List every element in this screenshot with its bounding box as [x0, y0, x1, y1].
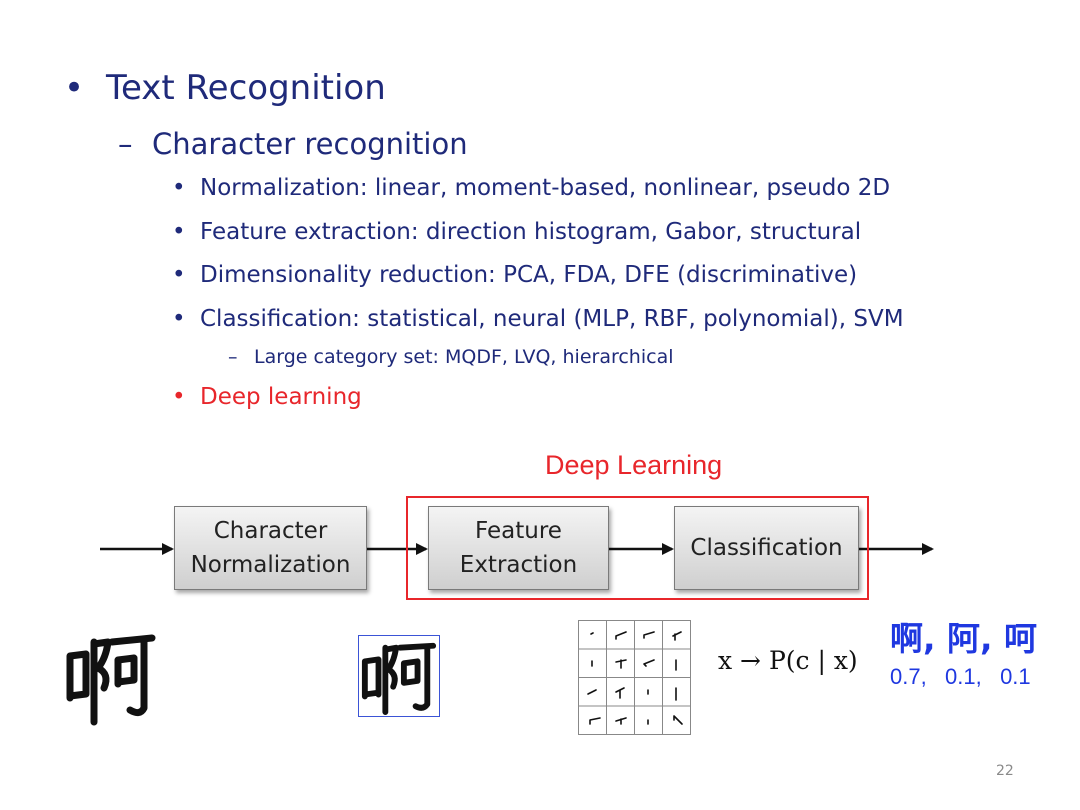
- bullet-marker: •: [172, 175, 186, 201]
- normalized-character-image: [358, 635, 440, 717]
- bullet-marker: •: [172, 384, 186, 410]
- bullet-text: Classification: statistical, neural (MLP…: [200, 306, 904, 332]
- bullet-text: Normalization: linear, moment-based, non…: [200, 175, 891, 201]
- bullet-text: Deep learning: [200, 384, 362, 410]
- stage-feature-extraction: Feature Extraction: [428, 506, 609, 590]
- bullet-marker: •: [172, 219, 186, 245]
- bullet-text: Text Recognition: [106, 68, 386, 108]
- bullet-deep-learning: • Deep learning: [172, 384, 362, 410]
- raw-character-image: [66, 634, 156, 726]
- stage-label: Feature Extraction: [459, 518, 578, 578]
- page-number: 22: [996, 763, 1014, 779]
- bullet-text: Dimensionality reduction: PCA, FDA, DFE …: [200, 262, 858, 288]
- bullet-text: Character recognition: [152, 127, 468, 161]
- stage-character-normalization: Character Normalization: [174, 506, 367, 590]
- stage-classification: Classification: [674, 506, 859, 590]
- deep-learning-label: Deep Learning: [545, 450, 723, 480]
- bullet-feature-extraction: • Feature extraction: direction histogram…: [172, 219, 861, 245]
- bullet-character-recognition: –Character recognition: [118, 127, 468, 161]
- candidate-characters: 啊, 阿, 呵: [890, 619, 1038, 658]
- bullet-text-recognition: • Text Recognition: [64, 68, 386, 108]
- bullet-normalization: • Normalization: linear, moment-based, no…: [172, 175, 890, 201]
- feature-grid-image: [578, 620, 691, 735]
- bullet-text: Large category set: MQDF, LVQ, hierarchi…: [254, 346, 674, 368]
- stage-label: Character Normalization: [190, 518, 351, 578]
- dash-marker: –: [228, 346, 238, 368]
- bullet-dimensionality-reduction: • Dimensionality reduction: PCA, FDA, DFE…: [172, 262, 857, 288]
- probability-formula: x → P(c | x): [718, 646, 858, 675]
- dash-marker: –: [118, 127, 133, 161]
- bullet-marker: •: [172, 262, 186, 288]
- deep-learning-box: [406, 496, 869, 600]
- stage-label: Classification: [690, 535, 843, 561]
- bullet-large-category-set: –Large category set: MQDF, LVQ, hierarch…: [228, 346, 674, 368]
- bullet-text: Feature extraction: direction histogram,…: [200, 219, 862, 245]
- bullet-marker: •: [64, 68, 85, 108]
- candidate-probabilities: 0.7, 0.1, 0.1: [890, 664, 1031, 689]
- bullet-marker: •: [172, 306, 186, 332]
- bullet-classification: • Classification: statistical, neural (ML…: [172, 306, 904, 332]
